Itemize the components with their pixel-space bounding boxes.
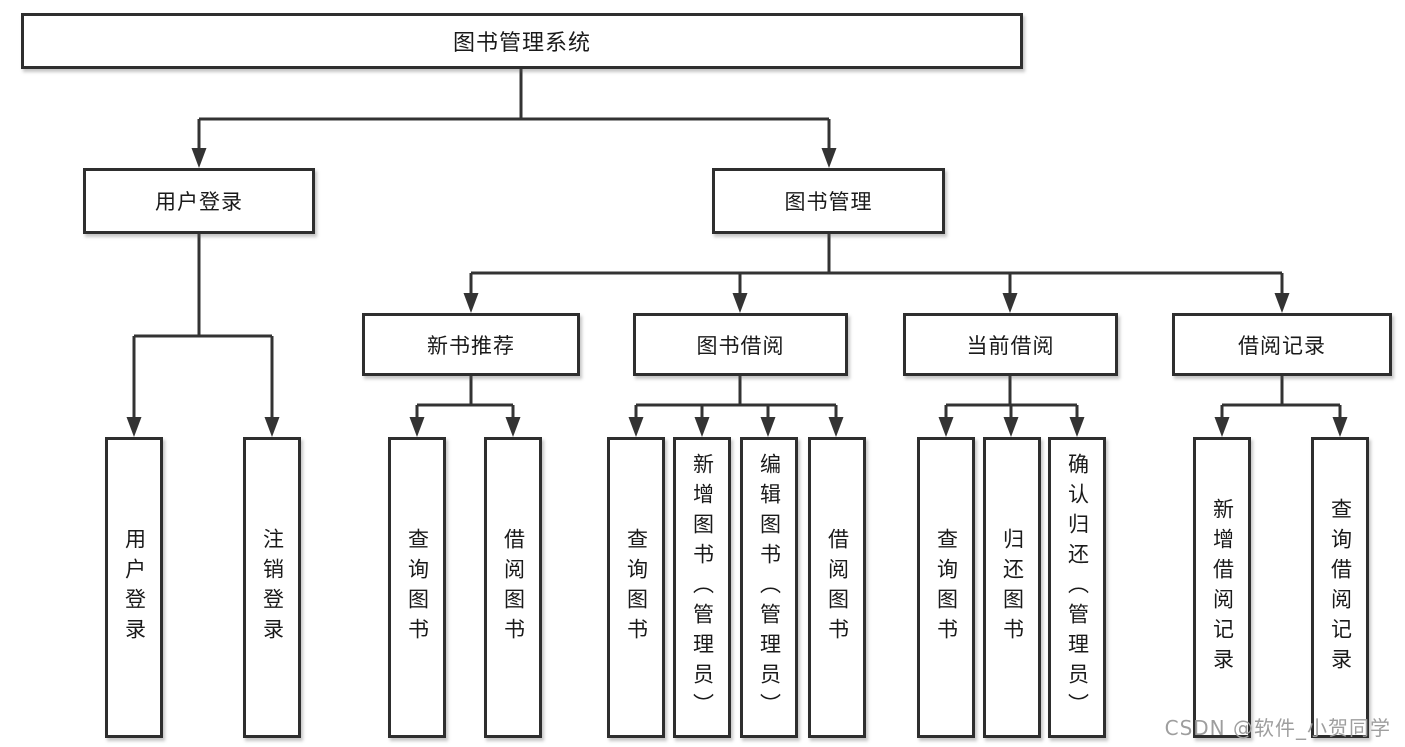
node-current-borrow-label: 当前借阅 bbox=[966, 333, 1055, 358]
leaf-add-borrow-record: 新增借阅记录 bbox=[1193, 437, 1251, 738]
connector-group-1 bbox=[634, 375, 838, 419]
leaf-return-books-label: 归还图书 bbox=[1000, 527, 1025, 648]
leaf-query-books-1: 查询图书 bbox=[388, 437, 446, 738]
leaf-logout: 注销登录 bbox=[243, 437, 301, 738]
connector-user-login bbox=[132, 233, 274, 419]
node-root-label: 图书管理系统 bbox=[452, 31, 591, 56]
node-new-book-recommend: 新书推荐 bbox=[362, 313, 580, 376]
node-book-mgmt: 图书管理 bbox=[712, 168, 945, 234]
node-borrow-records-label: 借阅记录 bbox=[1238, 333, 1326, 358]
leaf-logout-label: 注销登录 bbox=[260, 527, 285, 648]
node-user-login: 用户登录 bbox=[83, 168, 315, 234]
leaf-borrow-books-1-label: 借阅图书 bbox=[501, 527, 526, 648]
node-book-borrow: 图书借阅 bbox=[633, 313, 848, 376]
leaf-query-books-2-label: 查询图书 bbox=[624, 527, 649, 648]
leaf-query-books-2: 查询图书 bbox=[607, 437, 665, 738]
leaf-return-books: 归还图书 bbox=[983, 437, 1041, 738]
connector-book-mgmt bbox=[469, 233, 1284, 295]
leaf-user-login-label: 用户登录 bbox=[122, 527, 147, 648]
leaf-user-login: 用户登录 bbox=[105, 437, 163, 738]
connector-root bbox=[197, 68, 831, 150]
node-book-borrow-label: 图书借阅 bbox=[696, 333, 785, 358]
leaf-add-borrow-record-label: 新增借阅记录 bbox=[1210, 497, 1235, 678]
leaf-query-books-3-label: 查询图书 bbox=[934, 527, 959, 648]
leaf-add-books-admin-label: 新增图书（管理员） bbox=[690, 452, 715, 723]
node-book-mgmt-label: 图书管理 bbox=[784, 190, 873, 214]
leaf-edit-books-admin-label: 编辑图书（管理员） bbox=[757, 452, 782, 723]
node-user-login-label: 用户登录 bbox=[155, 190, 243, 214]
node-new-book-recommend-label: 新书推荐 bbox=[427, 333, 515, 358]
arrowheads bbox=[126, 148, 1348, 437]
leaf-borrow-books-2-label: 借阅图书 bbox=[825, 527, 850, 648]
leaf-add-books-admin: 新增图书（管理员） bbox=[673, 437, 731, 738]
connector-group-3 bbox=[1220, 375, 1342, 419]
leaf-query-borrow-record: 查询借阅记录 bbox=[1311, 437, 1369, 738]
leaf-query-books-1-label: 查询图书 bbox=[405, 527, 430, 648]
leaf-confirm-return-admin-label: 确认归还（管理员） bbox=[1065, 452, 1090, 723]
connector-group-2 bbox=[944, 375, 1079, 419]
connector-group-0 bbox=[415, 375, 515, 419]
leaf-edit-books-admin: 编辑图书（管理员） bbox=[740, 437, 798, 738]
leaf-confirm-return-admin: 确认归还（管理员） bbox=[1048, 437, 1106, 738]
node-current-borrow: 当前借阅 bbox=[903, 313, 1118, 376]
leaf-borrow-books-1: 借阅图书 bbox=[484, 437, 542, 738]
node-borrow-records: 借阅记录 bbox=[1172, 313, 1392, 376]
leaf-query-books-3: 查询图书 bbox=[917, 437, 975, 738]
leaf-borrow-books-2: 借阅图书 bbox=[808, 437, 866, 738]
node-root: 图书管理系统 bbox=[21, 13, 1023, 69]
watermark: CSDN @软件_小贺同学 bbox=[1164, 716, 1391, 740]
leaf-query-borrow-record-label: 查询借阅记录 bbox=[1328, 497, 1353, 678]
